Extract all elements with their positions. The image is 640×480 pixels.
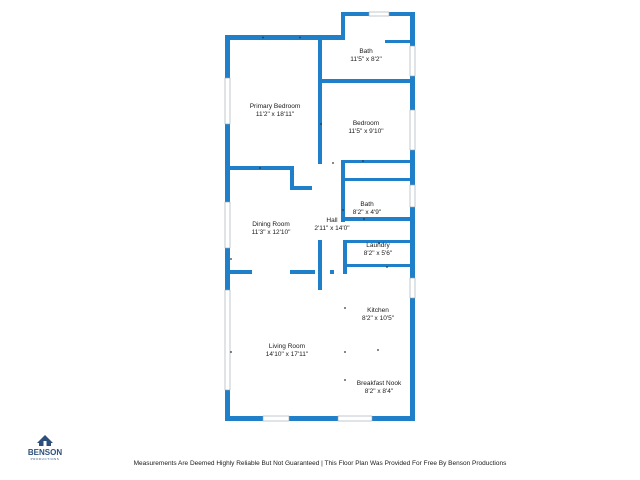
wall-bath-inner-top xyxy=(385,40,412,43)
window-bottom-living xyxy=(262,415,290,422)
room-dim-primary-bedroom: 11'2" x 18'11" xyxy=(256,111,295,118)
window-left-dining xyxy=(224,201,231,249)
room-name-dining-room: Dining Room xyxy=(252,221,290,228)
wall-outer-right xyxy=(410,12,415,421)
fixture-dot xyxy=(344,351,346,353)
fixture-dot xyxy=(342,209,344,211)
wall-bedroom-bottom xyxy=(343,160,412,163)
room-dim-breakfast-nook: 8'2" x 8'4" xyxy=(365,388,394,395)
room-name-laundry: Laundry xyxy=(366,242,390,249)
room-dim-bath-1: 11'5" x 8'2" xyxy=(350,56,382,63)
fixture-dot xyxy=(362,160,364,162)
wall-primary-bottom xyxy=(228,166,294,170)
window-right-bath xyxy=(409,45,416,77)
room-name-kitchen: Kitchen xyxy=(367,307,389,314)
wall-bath2-top xyxy=(343,178,412,181)
room-labels: Bath 11'5" x 8'2" Primary Bedroom 11'2" … xyxy=(250,48,402,395)
wall-center-vertical-upper xyxy=(318,40,322,164)
room-name-primary-bedroom: Primary Bedroom xyxy=(250,103,301,110)
wall-center-vertical-lower xyxy=(318,240,322,290)
wall-closet-bottom xyxy=(290,186,312,190)
window-left-primary xyxy=(224,77,231,125)
wall-dining-bottom-right xyxy=(290,270,315,274)
wall-kitchen-stub xyxy=(330,270,334,274)
room-name-bath-2: Bath xyxy=(360,201,374,208)
window-right-kitchen xyxy=(409,277,416,299)
window-top-bath xyxy=(368,11,390,17)
window-left-living xyxy=(224,289,231,391)
windows xyxy=(224,11,416,422)
room-name-living-room: Living Room xyxy=(269,343,305,350)
room-name-hall: Hall xyxy=(326,217,338,224)
fixture-dot xyxy=(299,36,301,39)
fixture-dot xyxy=(262,36,264,39)
fixture-dot xyxy=(230,351,232,353)
wall-outer-top xyxy=(225,35,343,40)
fixture-dot xyxy=(386,266,388,268)
wall-bath-left-tall xyxy=(341,12,345,40)
benson-logo: BENSON PRODUCTIONS xyxy=(28,435,62,461)
wall-bath2-left xyxy=(341,160,345,222)
fixture-dot xyxy=(363,218,365,220)
wall-bath2-bottom xyxy=(343,217,412,221)
house-icon xyxy=(37,435,53,446)
room-dim-laundry: 8'2" x 5'6" xyxy=(364,250,393,257)
room-dim-bath-2: 8'2" x 4'9" xyxy=(353,209,382,216)
room-dim-bedroom: 11'5" x 9'10" xyxy=(348,128,384,135)
footer-disclaimer: Measurements Are Deemed Highly Reliable … xyxy=(134,460,507,467)
wall-laundry-bottom xyxy=(343,264,412,267)
window-right-bath2 xyxy=(409,184,416,208)
room-name-bedroom: Bedroom xyxy=(353,120,379,127)
room-dim-living-room: 14'10" x 17'11" xyxy=(266,351,309,358)
window-right-bedroom xyxy=(409,109,416,151)
wall-outer-bottom xyxy=(225,416,415,421)
room-name-bath-1: Bath xyxy=(359,48,373,55)
fixture-dot xyxy=(378,242,380,244)
window-bottom-nook xyxy=(337,415,373,422)
room-dim-kitchen: 8'2" x 10'5" xyxy=(362,315,395,322)
fixture-dots xyxy=(230,36,388,381)
wall-laundry-left xyxy=(343,240,347,274)
fixture-dot xyxy=(332,162,334,164)
fixture-dot xyxy=(344,379,346,381)
room-name-breakfast-nook: Breakfast Nook xyxy=(357,380,402,387)
room-dim-dining-room: 11'3" x 12'10" xyxy=(252,229,291,236)
logo-name: BENSON xyxy=(28,448,62,457)
wall-bath-bottom xyxy=(319,79,411,83)
fixture-dot xyxy=(259,167,261,169)
house-door-icon xyxy=(43,441,47,446)
fixture-dot xyxy=(320,123,322,125)
walls xyxy=(225,12,415,421)
fixture-dot xyxy=(377,349,379,351)
room-dim-hall: 2'11" x 14'0" xyxy=(314,225,350,232)
logo-subtitle: PRODUCTIONS xyxy=(31,457,60,461)
wall-dining-bottom-left xyxy=(228,270,252,274)
fixture-dot xyxy=(230,258,232,260)
fixture-dot xyxy=(344,307,346,309)
wall-closet-step xyxy=(290,166,294,190)
wall-laundry-top xyxy=(343,240,412,243)
